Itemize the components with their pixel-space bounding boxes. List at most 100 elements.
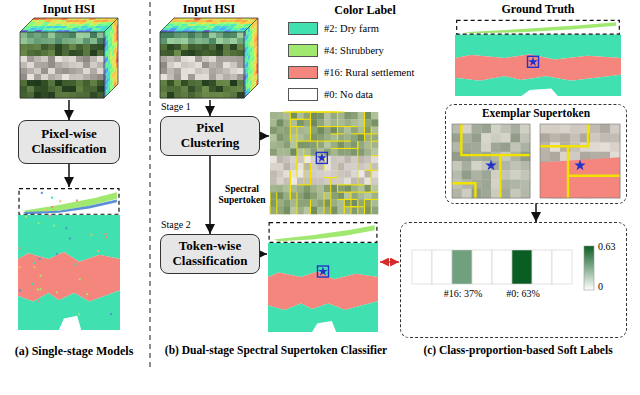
cube-front-pixel <box>90 68 97 74</box>
exemplar-pixel <box>452 161 462 171</box>
cube-front-pixel <box>174 50 181 56</box>
cube-front-pixel <box>90 50 97 56</box>
rural-settlement-area <box>455 54 621 81</box>
cube-front-pixel <box>62 80 69 86</box>
cluster-pixel <box>311 192 318 200</box>
cluster-pixel <box>344 185 351 193</box>
cluster-pixel <box>317 119 324 127</box>
cube-front-pixel <box>20 50 27 56</box>
cluster-pixel <box>311 112 318 120</box>
cube-front-pixel <box>34 92 41 98</box>
box-label: Pixel Clustering <box>167 121 253 151</box>
cube-front-pixel <box>20 92 27 98</box>
cluster-pixel <box>365 163 372 171</box>
cluster-boundary <box>324 177 338 178</box>
cluster-pixel <box>290 170 297 178</box>
cluster-pixel <box>304 192 311 200</box>
cube-front-pixel <box>69 74 76 80</box>
image-panel: Input HSI <box>158 2 260 100</box>
cluster-pixel <box>284 148 291 156</box>
cluster-pixel <box>270 112 277 120</box>
exemplar-pixel <box>491 124 501 134</box>
cube-front-pixel <box>195 74 202 80</box>
cube-front-pixel <box>230 44 237 50</box>
cube-front-pixel <box>181 32 188 38</box>
legend-text: #4: Shrubbery <box>324 45 384 56</box>
cluster-pixel <box>284 185 291 193</box>
exemplar-pixel <box>590 143 600 153</box>
cluster-boundary <box>357 199 358 214</box>
cube-front-pixel <box>167 74 174 80</box>
cube-front-pixel <box>223 38 230 44</box>
noise-pixel <box>50 215 52 217</box>
cube-front-pixel <box>209 50 216 56</box>
noise-pixel <box>104 233 106 235</box>
cube-front-pixel <box>223 50 230 56</box>
proportion-cell <box>532 250 552 284</box>
exemplar-pixel <box>560 124 570 134</box>
cube-front-pixel <box>160 62 167 68</box>
noise-pixel <box>18 247 20 249</box>
cube-front-pixel <box>188 50 195 56</box>
panel-title: Exemplar Supertoken <box>479 107 593 121</box>
cube-front-pixel <box>69 56 76 62</box>
cluster-pixel <box>358 185 365 193</box>
cluster-pixel <box>317 207 324 215</box>
exemplar-pixel <box>462 133 472 143</box>
noise-pixel <box>70 205 72 207</box>
cube-front-pixel <box>83 62 90 68</box>
supertoken-boundary <box>461 124 500 198</box>
cluster-pixel <box>331 134 338 142</box>
exemplar-pixel <box>491 143 501 153</box>
cluster-boundary <box>310 112 311 134</box>
cube-front-pixel <box>174 68 181 74</box>
cluster-pixel <box>351 199 358 207</box>
cube-front-pixel <box>27 32 34 38</box>
exemplar-pixel <box>472 133 482 143</box>
cluster-pixel <box>284 178 291 186</box>
cube-front-pixel <box>209 86 216 92</box>
cube-front-pixel <box>34 38 41 44</box>
cluster-pixel <box>371 119 378 127</box>
cluster-pixel <box>297 127 304 135</box>
star-symbol <box>528 57 538 66</box>
cluster-pixel <box>351 185 358 193</box>
cluster-pixel <box>338 134 345 142</box>
cluster-boundary <box>304 155 311 156</box>
cube-front-pixel <box>48 68 55 74</box>
exemplar-pixel <box>481 152 491 162</box>
cube-front-pixel <box>188 62 195 68</box>
cluster-pixel <box>358 192 365 200</box>
cluster-boundary <box>317 126 337 127</box>
cluster-pixel <box>365 112 372 120</box>
cluster-pixel <box>331 199 338 207</box>
cluster-pixel <box>331 207 338 215</box>
cube-front-pixel <box>48 32 55 38</box>
cluster-pixel <box>311 178 318 186</box>
cluster-boundary <box>364 207 365 214</box>
cube-front-pixel <box>62 68 69 74</box>
exemplar-pixel <box>501 189 511 199</box>
cluster-boundary <box>310 199 311 214</box>
exemplar-pixel <box>511 180 521 190</box>
cluster-pixel <box>290 178 297 186</box>
cluster-boundary <box>303 148 304 155</box>
cube-front-pixel <box>34 32 41 38</box>
cube-front-pixel <box>230 86 237 92</box>
panel-caption: (a) Single-stage Models <box>0 344 148 358</box>
cluster-pixel <box>297 112 304 120</box>
cube-front-pixel <box>202 50 209 56</box>
cube-front-pixel <box>48 86 55 92</box>
cluster-pixel <box>365 170 372 178</box>
cube-front-pixel <box>62 44 69 50</box>
cluster-pixel <box>290 112 297 120</box>
cluster-pixel <box>297 134 304 142</box>
cube-front-pixel <box>160 92 167 98</box>
cluster-pixel <box>270 119 277 127</box>
cube-front-pixel <box>209 68 216 74</box>
cluster-boundary <box>357 141 358 163</box>
cube-front-pixel <box>237 50 244 56</box>
cluster-pixel <box>358 127 365 135</box>
cube-front-pixel <box>174 74 181 80</box>
